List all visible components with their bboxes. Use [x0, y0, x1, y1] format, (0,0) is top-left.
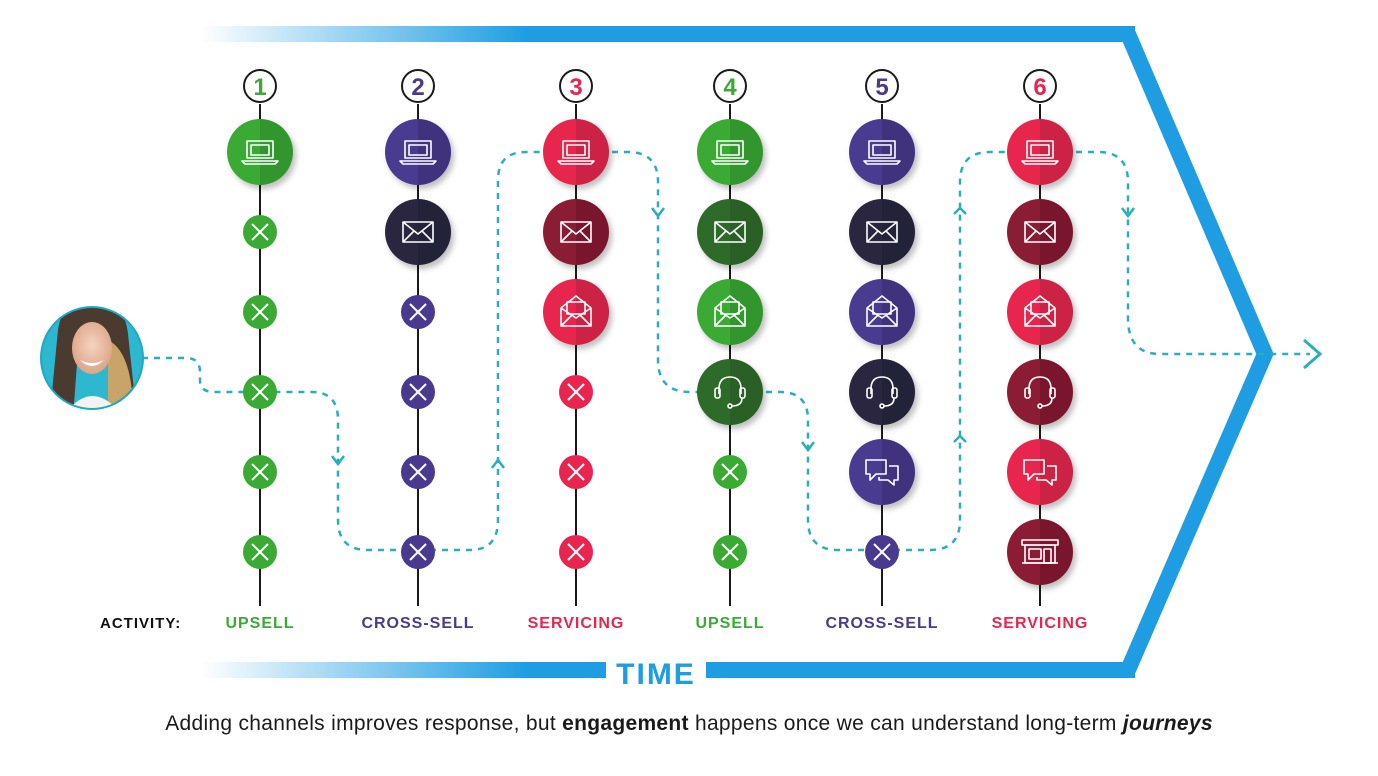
activity-label: UPSELL: [225, 615, 294, 632]
step-number-badge: [1023, 69, 1057, 103]
mail-icon: [560, 221, 592, 243]
inactive-channel-node: [243, 295, 277, 329]
customer-avatar: [40, 306, 144, 410]
activity-label: SERVICING: [528, 615, 625, 632]
inactive-channel-node: [713, 455, 747, 489]
mail-icon: [1024, 221, 1056, 243]
chat-icon: [865, 459, 899, 486]
inactive-channel-node: [713, 535, 747, 569]
active-channel-node: [227, 119, 293, 185]
activity-label: UPSELL: [695, 615, 764, 632]
active-channel-node: [697, 359, 763, 425]
headset-icon: [866, 376, 898, 409]
active-channel-node: [1007, 519, 1073, 585]
inactive-channel-node: [401, 535, 435, 569]
activity-heading: ACTIVITY:: [100, 615, 181, 632]
inactive-channel-node: [401, 375, 435, 409]
open-mail-icon: [714, 295, 746, 327]
step-number-badge: [243, 69, 277, 103]
step-number: 2: [411, 74, 424, 101]
active-channel-node: [543, 119, 609, 185]
headset-icon: [1024, 376, 1056, 409]
laptop-icon: [399, 140, 437, 165]
step-number-badge: [401, 69, 435, 103]
chat-icon: [1023, 459, 1057, 486]
open-mail-icon: [1024, 295, 1056, 327]
open-mail-icon: [866, 295, 898, 327]
path-arrowheads: [331, 206, 1323, 469]
caption: Adding channels improves response, but e…: [0, 712, 1378, 736]
caption-bold: engagement: [562, 712, 689, 735]
time-arrow: TIME: [200, 26, 1274, 691]
step-number-badge: [865, 69, 899, 103]
inactive-channel-node: [559, 455, 593, 489]
laptop-icon: [557, 140, 595, 165]
active-channel-node: [385, 119, 451, 185]
caption-part-2: happens once we can understand long-term: [688, 712, 1123, 735]
inactive-channel-node: [559, 375, 593, 409]
laptop-icon: [863, 140, 901, 165]
inactive-channel-node: [243, 375, 277, 409]
laptop-icon: [241, 140, 279, 165]
laptop-icon: [1021, 140, 1059, 165]
open-mail-icon: [560, 295, 592, 327]
inactive-channel-node: [401, 295, 435, 329]
active-channel-node: [849, 119, 915, 185]
step-number: 5: [875, 74, 888, 101]
inactive-channel-node: [243, 535, 277, 569]
store-icon: [1021, 539, 1059, 564]
active-channel-node: [849, 279, 915, 345]
active-channel-node: [543, 279, 609, 345]
activity-label: CROSS-SELL: [825, 615, 938, 632]
caption-italic: journeys: [1122, 712, 1213, 735]
caption-part-1: Adding channels improves response, but: [165, 712, 563, 735]
journey-path: [142, 150, 1310, 552]
active-channel-node: [849, 199, 915, 265]
active-channel-node: [697, 279, 763, 345]
active-channel-node: [697, 119, 763, 185]
step-number: 4: [723, 74, 737, 101]
laptop-icon: [711, 140, 749, 165]
active-channel-node: [1007, 279, 1073, 345]
step-number-badge: [559, 69, 593, 103]
inactive-channel-node: [243, 215, 277, 249]
step-number: 1: [253, 74, 266, 101]
active-channel-node: [1007, 439, 1073, 505]
active-channel-node: [385, 199, 451, 265]
active-channel-node: [849, 359, 915, 425]
mail-icon: [402, 221, 434, 243]
inactive-channel-node: [559, 535, 593, 569]
active-channel-node: [1007, 199, 1073, 265]
active-channel-node: [543, 199, 609, 265]
step-number-badge: [713, 69, 747, 103]
activity-label: SERVICING: [992, 615, 1089, 632]
mail-icon: [714, 221, 746, 243]
mail-icon: [866, 221, 898, 243]
active-channel-node: [1007, 119, 1073, 185]
headset-icon: [714, 376, 746, 409]
active-channel-node: [1007, 359, 1073, 425]
time-label: TIME: [616, 658, 696, 691]
inactive-channel-node: [401, 455, 435, 489]
step-number: 3: [569, 74, 582, 101]
inactive-channel-node: [865, 535, 899, 569]
active-channel-node: [697, 199, 763, 265]
activity-label: CROSS-SELL: [361, 615, 474, 632]
step-number: 6: [1033, 74, 1046, 101]
inactive-channel-node: [243, 455, 277, 489]
active-channel-node: [849, 439, 915, 505]
